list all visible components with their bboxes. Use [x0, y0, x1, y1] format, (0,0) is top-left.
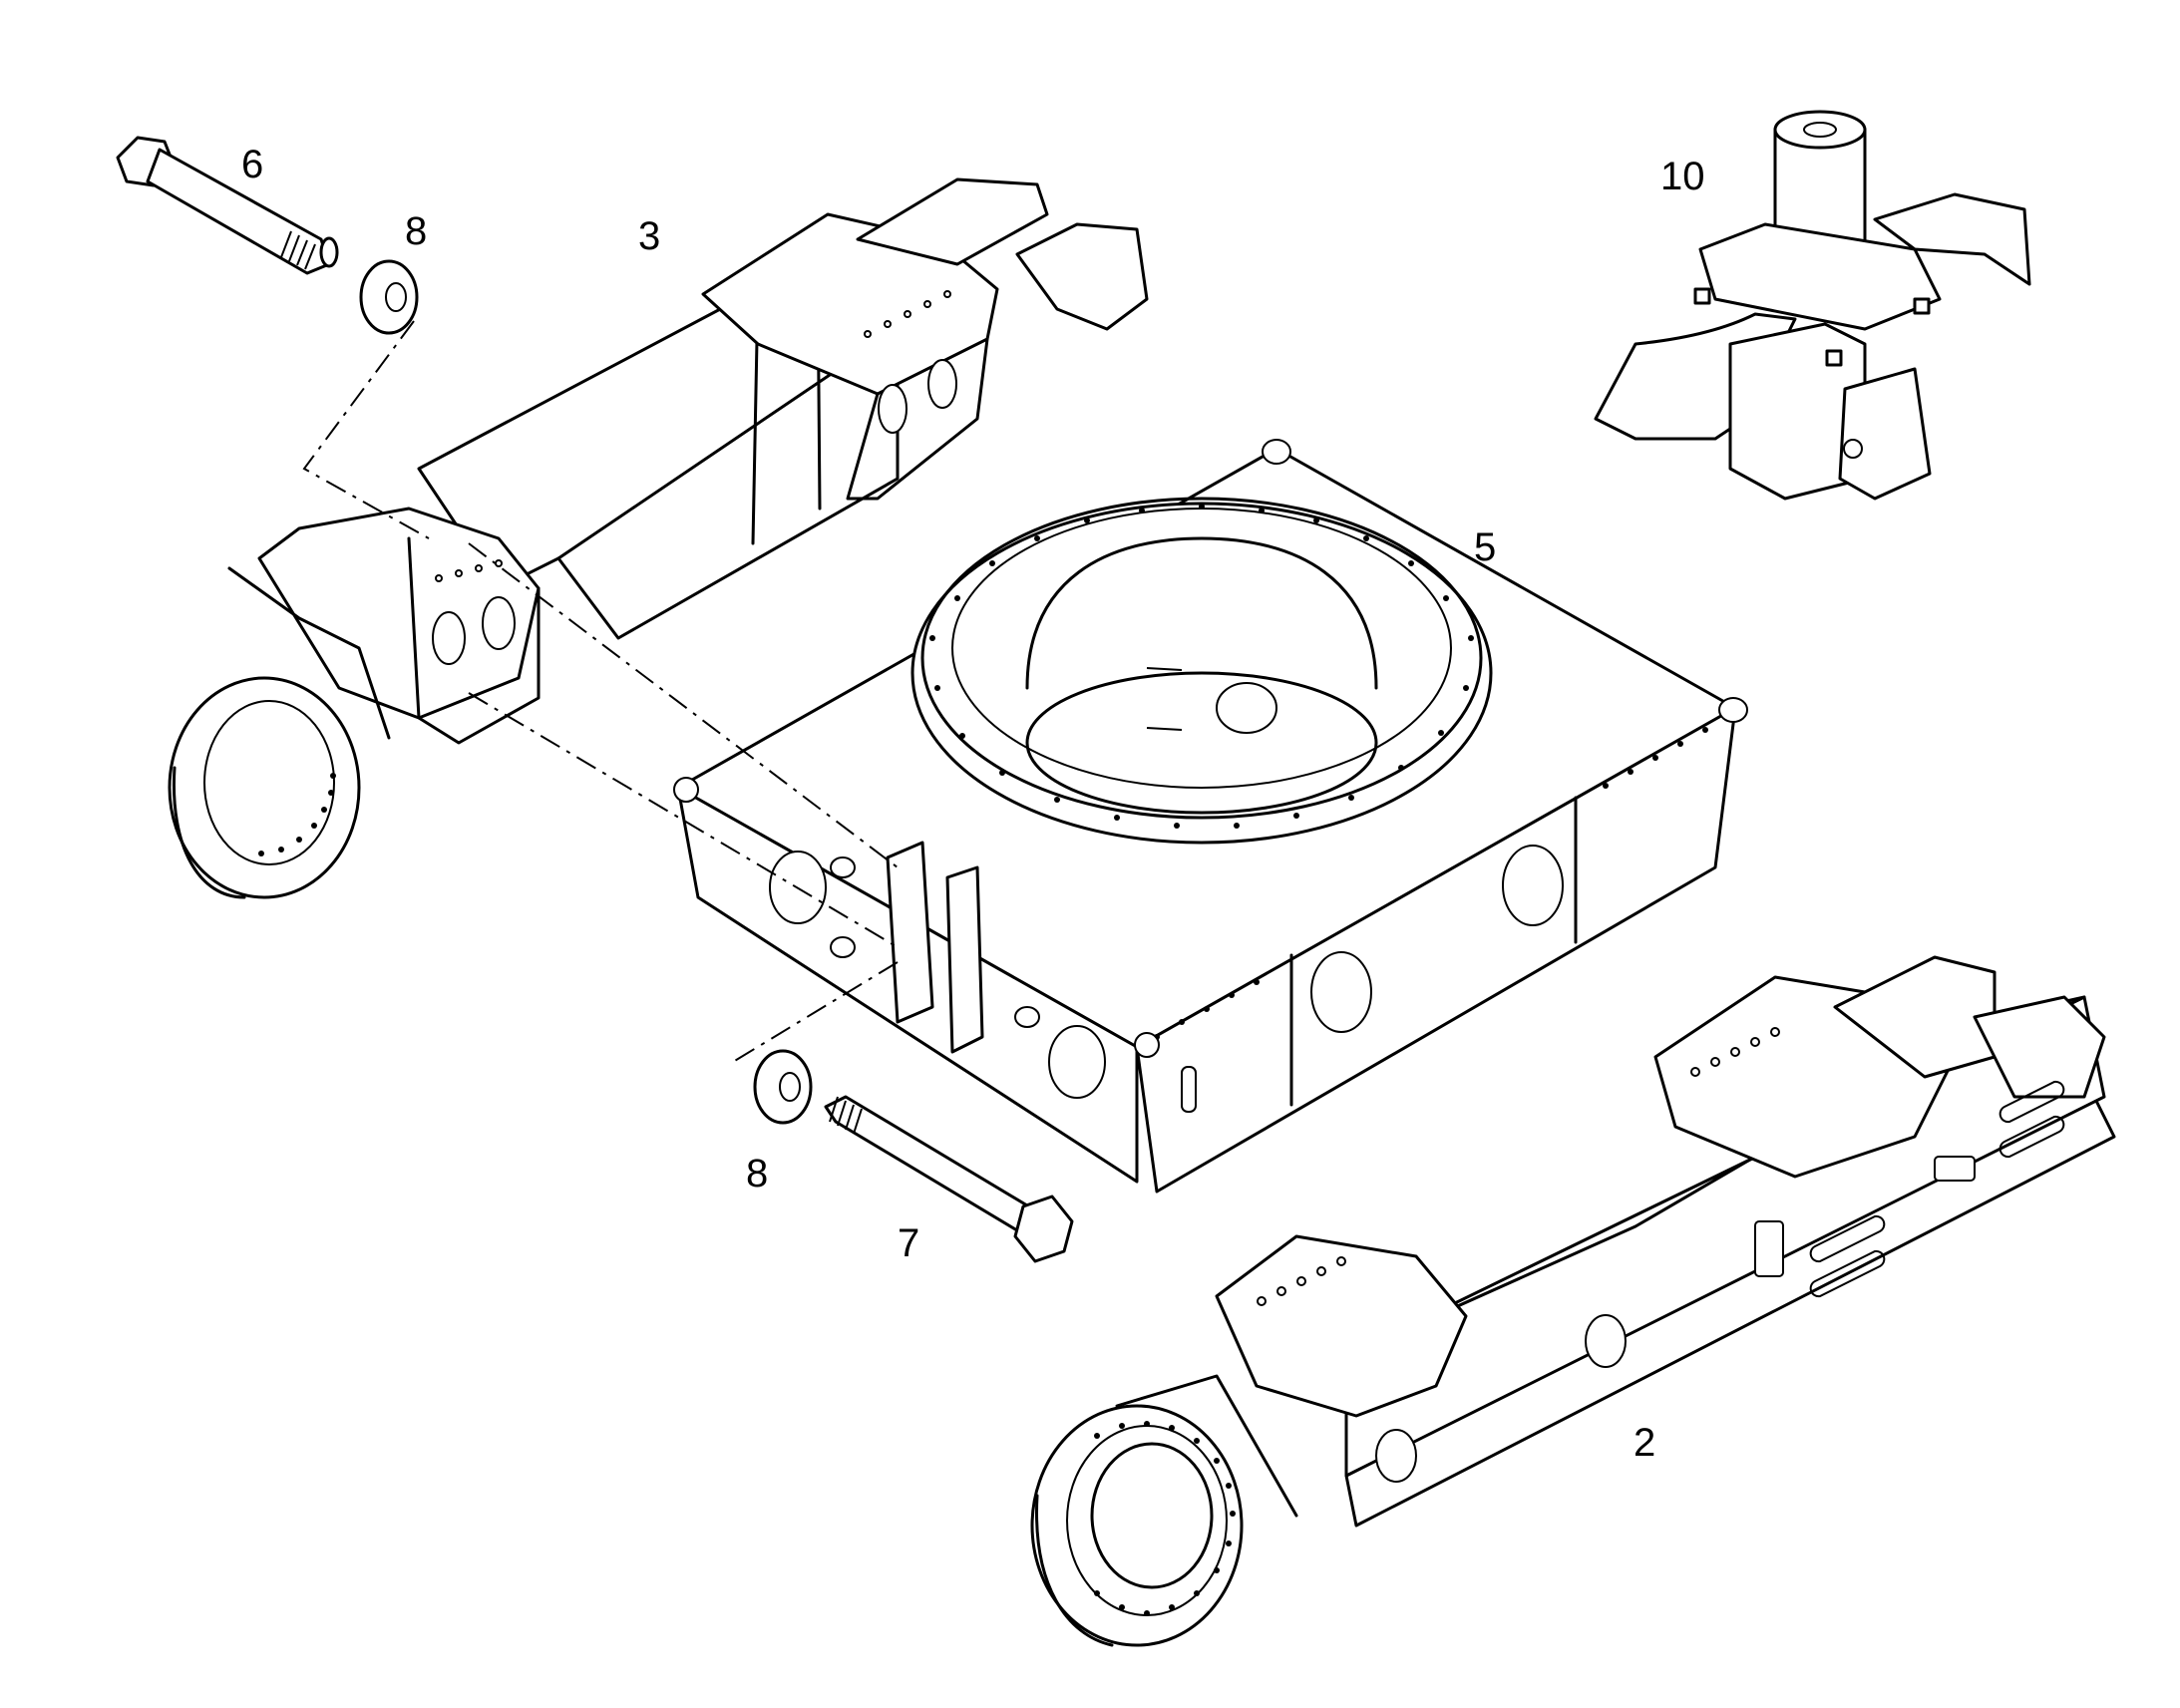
callout-3: 3 [638, 214, 660, 258]
assembly-lines [302, 320, 899, 1063]
callout-7: 7 [898, 1221, 919, 1265]
swivel-unit-part-10 [1594, 110, 2031, 501]
bolt-part-7 [824, 1095, 1074, 1263]
track-frame-part-3 [168, 177, 1149, 899]
callout-10: 10 [1660, 155, 1705, 198]
callout-8-lower: 8 [746, 1152, 768, 1196]
washer-part-8-upper [359, 259, 419, 335]
callout-5: 5 [1474, 525, 1496, 569]
callout-8-upper: 8 [405, 209, 427, 253]
callout-6: 6 [241, 143, 263, 186]
bolt-part-6 [116, 136, 339, 275]
track-frame-part-2 [1030, 955, 2116, 1647]
callout-2: 2 [1634, 1421, 1655, 1465]
center-frame-part-5 [673, 439, 1748, 1194]
callout-labels: 6 8 3 10 5 8 7 2 [241, 143, 1705, 1465]
washer-part-8-lower [753, 1049, 813, 1125]
